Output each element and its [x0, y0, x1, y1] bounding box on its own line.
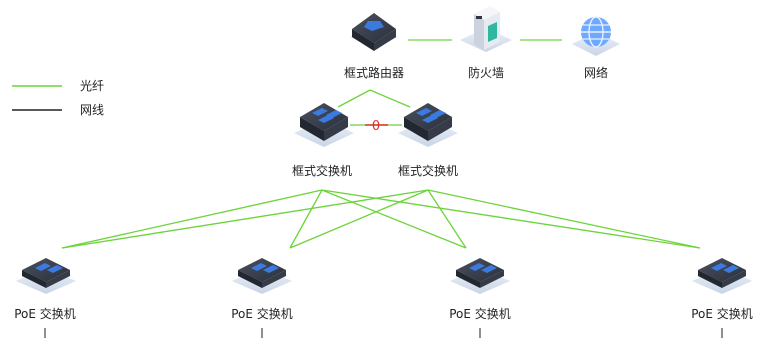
stack-link-marker: 0 — [372, 119, 380, 134]
poe-switch-icon — [232, 258, 292, 294]
link-core2-poe4 — [427, 189, 701, 249]
legend-fiber-label: 光纤 — [80, 79, 104, 93]
link-core2-poe1 — [61, 189, 429, 249]
link-core1-poe2 — [289, 189, 323, 249]
core-switch-1-label: 框式交换机 — [292, 163, 352, 178]
stack-link: 0 — [350, 119, 402, 134]
legend-network-cable-label: 网线 — [80, 103, 104, 117]
chassis-router-icon — [350, 13, 398, 51]
link-core1-poe4 — [321, 189, 701, 249]
link-core2-poe3 — [427, 189, 467, 249]
firewall-label: 防火墙 — [468, 65, 504, 80]
internet-label: 网络 — [584, 65, 608, 80]
poe-switch-3-label: PoE 交换机 — [449, 306, 511, 321]
link-router-core2 — [369, 89, 411, 108]
poe-switch-2-label: PoE 交换机 — [231, 306, 293, 321]
link-core1-poe3 — [321, 189, 467, 249]
link-router-core1 — [337, 89, 371, 108]
core-switch-2-label: 框式交换机 — [398, 163, 458, 178]
chassis-switch-icon — [294, 103, 354, 147]
globe-icon — [572, 16, 620, 56]
router-label: 框式路由器 — [344, 65, 404, 80]
legend: 光纤 网线 — [12, 79, 104, 117]
poe-switch-icon — [692, 258, 752, 294]
poe-switch-icon — [450, 258, 510, 294]
link-core1-poe1 — [61, 189, 323, 249]
firewall-icon — [460, 6, 512, 52]
poe-switch-1-label: PoE 交换机 — [14, 306, 76, 321]
poe-switch-icon — [16, 258, 76, 294]
links — [61, 39, 701, 249]
poe-switch-4-label: PoE 交换机 — [691, 306, 753, 321]
chassis-switch-icon — [398, 103, 458, 147]
link-core2-poe2 — [289, 189, 429, 249]
